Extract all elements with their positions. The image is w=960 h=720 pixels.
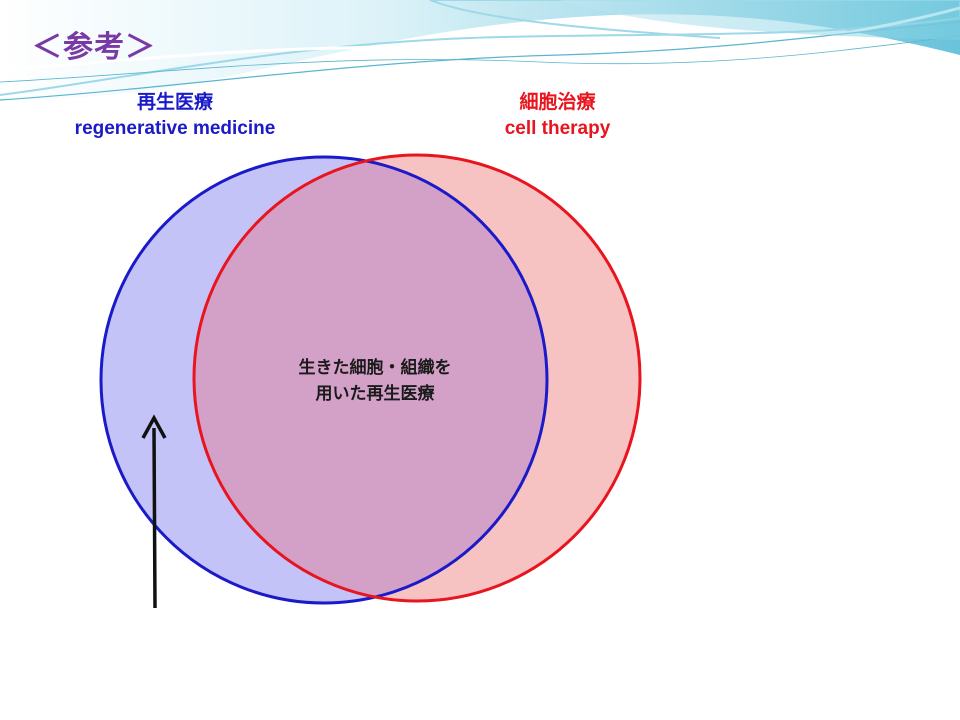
regenerative-medicine-label: 再生医療 regenerative medicine [40, 90, 310, 142]
header-wave-decoration [0, 0, 960, 102]
cell-therapy-circle [192, 153, 642, 603]
arrow-up [141, 414, 167, 609]
slide-title: ＜参考＞ [32, 30, 156, 65]
overlap-label-line1: 生きた細胞・組織を [298, 358, 452, 378]
overlap-label-line2: 用いた再生医療 [315, 384, 435, 404]
cell-therapy-label-en: cell therapy [504, 118, 611, 139]
regenerative-medicine-circle [99, 155, 549, 605]
overlap-label: 生きた細胞・組織を 用いた再生医療 [255, 355, 495, 407]
regenerative-medicine-label-ja: 再生医療 [136, 92, 213, 113]
cell-therapy-label: 細胞治療 cell therapy [470, 90, 645, 142]
regenerative-medicine-label-en: regenerative medicine [74, 118, 276, 139]
cell-therapy-label-ja: 細胞治療 [519, 92, 596, 113]
